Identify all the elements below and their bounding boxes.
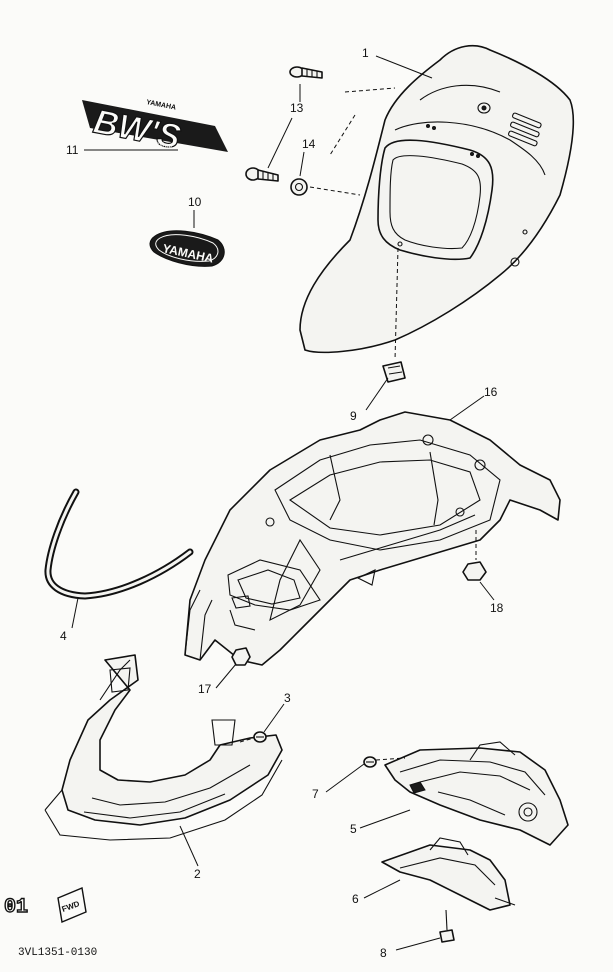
bws-emblem: BW'S YAMAHA Original [82,99,228,157]
inner-fender [184,411,561,666]
callout-16: 16 [484,385,498,399]
callout-17: 17 [198,682,212,696]
assembly-line [309,186,361,196]
screw-13b [245,167,279,182]
callout-2: 2 [194,867,201,881]
bws-emblem-small-bottom: Original [148,139,173,151]
screw-7 [363,756,406,768]
callout-10: 10 [188,195,202,209]
callout-14: 14 [302,137,316,151]
front-cover [299,44,575,354]
drawing-number: 3VL1351-0130 [18,947,97,959]
edge-strip [44,488,194,600]
nut-18 [462,530,487,581]
assembly-line [329,114,356,156]
rear-bracket [384,741,569,846]
callout-9: 9 [350,409,357,423]
bolt-8 [439,909,455,943]
callout-7: 7 [312,787,319,801]
callout-3: 3 [284,691,291,705]
lower-bracket [381,837,516,911]
model-code: 01 [4,896,28,919]
assembly-line [344,87,396,93]
clip-9 [382,361,406,383]
callout-4: 4 [60,629,67,643]
callout-labels: 1 2 3 4 5 6 7 8 9 10 11 13 14 16 17 18 [60,46,504,960]
yamaha-emblem: YAMAHA [149,230,225,267]
callout-13: 13 [290,101,304,115]
rear-skirt [44,654,283,841]
nut-17 [231,647,251,666]
bws-emblem-small-top: YAMAHA [146,99,177,112]
assembly-line [394,247,399,361]
grommet-14 [290,178,308,196]
callout-18: 18 [490,601,504,615]
leader-lines [71,55,495,951]
callout-11: 11 [66,143,79,157]
callout-8: 8 [380,946,387,960]
model-badge: 01 FWD [3,887,87,923]
callout-1: 1 [362,46,369,60]
screw-13 [289,66,323,79]
screw-3 [239,731,267,743]
callout-5: 5 [350,822,357,836]
callout-6: 6 [352,892,359,906]
